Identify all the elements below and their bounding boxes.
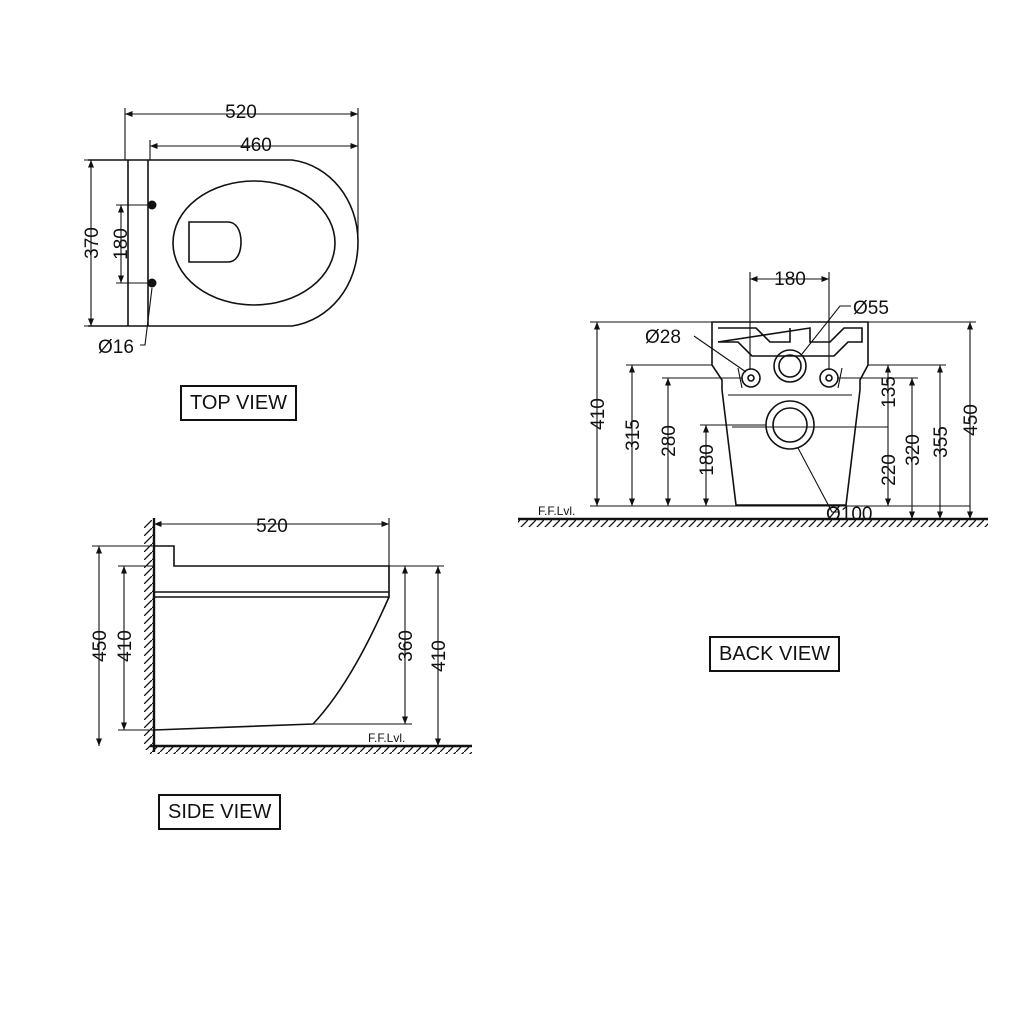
side-floor-level-label: F.F.Lvl. xyxy=(368,731,405,745)
dim-back-inlet: Ø55 xyxy=(853,298,889,319)
dim-back-280: 280 xyxy=(659,425,680,457)
dim-back-355: 355 xyxy=(931,426,952,458)
back-floor-level-label: F.F.Lvl. xyxy=(538,504,575,518)
dim-back-315: 315 xyxy=(623,419,644,451)
dim-back-180: 180 xyxy=(697,444,718,476)
dim-back-bolt-hole: Ø28 xyxy=(645,327,681,348)
dim-top-width: 370 xyxy=(82,227,103,259)
dim-side-length: 520 xyxy=(256,516,288,537)
dim-side-height-outlet: 360 xyxy=(396,630,417,662)
dim-top-fixing-spacing: 180 xyxy=(111,228,132,260)
dim-back-220: 220 xyxy=(879,454,900,486)
side-view-label: SIDE VIEW xyxy=(158,794,282,830)
top-view-dimensions: 520 460 370 180 Ø16 xyxy=(82,102,272,358)
back-view-dimensions: 180 Ø55 Ø28 Ø100 410 315 280 180 135 220… xyxy=(538,269,982,525)
dim-back-320: 320 xyxy=(903,434,924,466)
dim-top-bowl-length: 460 xyxy=(240,135,272,156)
dim-side-height-rim-right: 410 xyxy=(429,640,450,672)
dim-back-bolt-spacing: 180 xyxy=(774,269,806,290)
bolt-hole-right xyxy=(819,368,839,388)
dim-top-overall-length: 520 xyxy=(225,102,257,123)
top-view-label: TOP VIEW xyxy=(180,385,298,421)
dim-side-height-rim: 410 xyxy=(115,630,136,662)
dim-back-outlet: Ø100 xyxy=(826,504,872,525)
side-view xyxy=(92,518,472,754)
back-view-label: BACK VIEW xyxy=(709,636,841,672)
fixing-hole-upper xyxy=(147,200,157,210)
top-view xyxy=(84,108,359,346)
side-view-dimensions: 520 450 410 360 410 F.F.Lvl. xyxy=(90,516,450,745)
inlet-opening xyxy=(773,349,807,383)
dim-side-height-total: 450 xyxy=(90,630,111,662)
fixing-hole-lower xyxy=(147,278,157,288)
dim-top-fixing-hole: Ø16 xyxy=(98,337,134,358)
dim-back-135: 135 xyxy=(879,376,900,408)
back-view xyxy=(518,272,988,527)
dim-back-410: 410 xyxy=(588,398,609,430)
dim-back-450: 450 xyxy=(961,404,982,436)
